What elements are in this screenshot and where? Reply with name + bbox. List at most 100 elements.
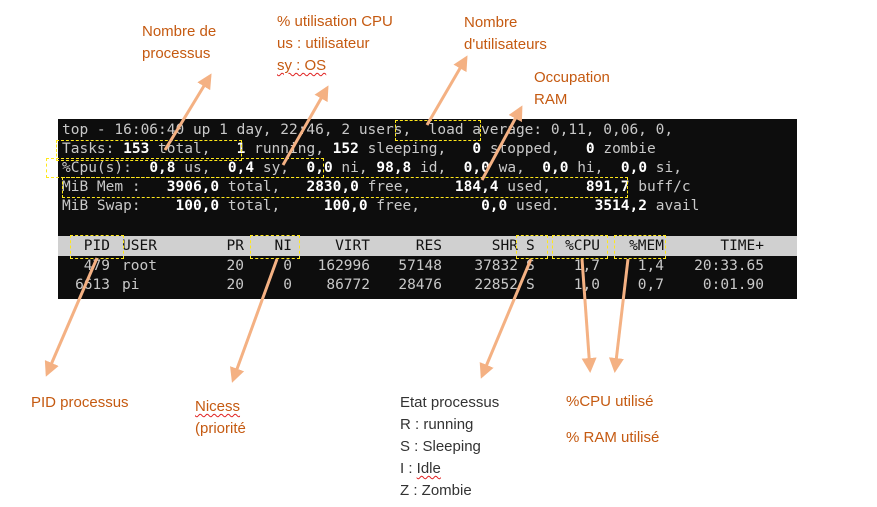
- row-time: 0:01.90: [702, 277, 764, 293]
- cpu-ni: 0,0: [306, 160, 333, 176]
- swap-free-label: free,: [367, 198, 482, 214]
- row-res: 28476: [398, 277, 442, 293]
- row-cpu: 1,7: [573, 258, 600, 274]
- cpu-sy: 0,4: [227, 160, 255, 176]
- swap-used-label: used.: [507, 198, 595, 214]
- col-res[interactable]: RES: [415, 238, 442, 254]
- label-line: Nicess: [195, 398, 241, 415]
- tasks-stopped: 0: [472, 141, 482, 157]
- row-pr: 20: [226, 258, 244, 274]
- row-ni: 0: [283, 258, 292, 274]
- mem-buff: 891,7: [585, 179, 630, 195]
- row-user: root: [122, 258, 157, 274]
- swap-total: 100,0: [175, 198, 220, 214]
- mem-free: 2830,0: [306, 179, 359, 195]
- cpu-us-label: us,: [175, 160, 228, 176]
- label-line: PID processus: [31, 394, 129, 411]
- swap-label: MiB Swap:: [62, 198, 176, 214]
- swap-total-label: total,: [219, 198, 324, 214]
- cpu-si-label: si,: [647, 160, 682, 176]
- row-pid: 479: [83, 258, 110, 274]
- label-nombre-utilisateurs: Nombre d'utilisateurs: [464, 12, 547, 56]
- cpu-ni-label: ni,: [332, 160, 377, 176]
- cpu-sy-label: sy,: [254, 160, 307, 176]
- tasks-total-label: total,: [149, 141, 237, 157]
- mem-total: 3906,0: [166, 179, 220, 195]
- label-line: Nombre: [464, 14, 518, 31]
- col-pr[interactable]: PR: [226, 238, 244, 254]
- label-line: R : running: [400, 416, 474, 433]
- label-line: Occupation: [534, 69, 610, 86]
- table-row[interactable]: 479 root 20 0 162996 57148 37832 S 1,7 1…: [58, 257, 797, 276]
- label-cpu-utilise: %CPU utilisé: [566, 391, 654, 413]
- label-pid-processus: PID processus: [31, 392, 129, 414]
- cpu-us: 0,8: [149, 160, 176, 176]
- process-table-header: PID USER PR NI VIRT RES SHR S %CPU %MEM …: [58, 236, 797, 256]
- cpu-wa: 0,0: [463, 160, 490, 176]
- label-line: RAM: [534, 91, 568, 108]
- label-ram-utilise: % RAM utilisé: [566, 427, 659, 449]
- label-line: S : Sleeping: [400, 438, 481, 455]
- top-terminal: top - 16:06:40 up 1 day, 22:46, 2 users,…: [58, 119, 797, 299]
- row-shr: 22852: [474, 277, 518, 293]
- label-line: (priorité: [195, 420, 246, 437]
- label-line: I : Idle: [400, 460, 441, 477]
- row-cpu: 1,0: [573, 277, 600, 293]
- tasks-label: Tasks:: [62, 141, 124, 157]
- label-line: d'utilisateurs: [464, 36, 547, 53]
- load-average-text: , load average: 0,11, 0,06, 0,: [402, 122, 674, 138]
- label-line: us : utilisateur: [277, 35, 370, 52]
- label-nice: Nicess (priorité: [195, 396, 246, 440]
- swap-line: MiB Swap: 100,0 total, 100,0 free, 0,0 u…: [62, 197, 699, 216]
- cpu-label: %Cpu(s):: [62, 160, 150, 176]
- swap-used: 0,0: [481, 198, 508, 214]
- col-time[interactable]: TIME+: [720, 238, 764, 254]
- mem-free-label: free,: [358, 179, 455, 195]
- row-user: pi: [122, 277, 140, 293]
- row-res: 57148: [398, 258, 442, 274]
- mem-buff-label: buff/c: [629, 179, 691, 195]
- col-cpu[interactable]: %CPU: [565, 238, 600, 254]
- label-line: processus: [142, 45, 211, 62]
- swap-free: 100,0: [323, 198, 368, 214]
- col-pid[interactable]: PID: [83, 238, 110, 254]
- col-shr[interactable]: SHR: [491, 238, 518, 254]
- label-line: Etat processus: [400, 394, 500, 411]
- col-mem[interactable]: %MEM: [629, 238, 664, 254]
- col-virt[interactable]: VIRT: [335, 238, 370, 254]
- cpu-hi: 0,0: [542, 160, 569, 176]
- tasks-running-label: running,: [245, 141, 333, 157]
- row-virt: 162996: [317, 258, 370, 274]
- table-row[interactable]: 6613 pi 20 0 86772 28476 22852 S 1,0 0,7…: [58, 276, 797, 295]
- row-state: S: [526, 277, 535, 293]
- cpu-line: %Cpu(s): 0,8 us, 0,4 sy, 0,0 ni, 98,8 id…: [62, 159, 682, 178]
- row-mem: 1,4: [637, 258, 664, 274]
- row-time: 20:33.65: [694, 258, 764, 274]
- mem-line: MiB Mem : 3906,0 total, 2830,0 free, 184…: [62, 178, 691, 197]
- label-line: % RAM utilisé: [566, 429, 660, 446]
- cpu-id: 98,8: [376, 160, 412, 176]
- tasks-sleeping: 152: [332, 141, 359, 157]
- col-user[interactable]: USER: [122, 238, 157, 254]
- cpu-si: 0,0: [620, 160, 648, 176]
- row-virt: 86772: [326, 277, 370, 293]
- row-pr: 20: [226, 277, 244, 293]
- row-shr: 37832: [474, 258, 518, 274]
- tasks-stopped-label: stopped,: [481, 141, 586, 157]
- tasks-line: Tasks: 153 total, 1 running, 152 sleepin…: [62, 140, 656, 159]
- col-state[interactable]: S: [526, 238, 535, 254]
- tasks-running: 1: [236, 141, 246, 157]
- mem-used-label: used,: [498, 179, 586, 195]
- col-ni[interactable]: NI: [274, 238, 292, 254]
- label-nombre-processus: Nombre de processus: [142, 21, 216, 65]
- label-line: sy : OS: [277, 57, 327, 74]
- label-etat-processus: Etat processus R : running S : Sleeping …: [400, 392, 499, 502]
- cpu-wa-label: wa,: [489, 160, 543, 176]
- uptime-text: top - 16:06:40 up 1 day, 22:46,: [62, 122, 342, 138]
- label-line: % utilisation CPU: [277, 13, 393, 30]
- cpu-hi-label: hi,: [568, 160, 621, 176]
- arrow-users: [425, 55, 468, 126]
- swap-avail-label: avail: [646, 198, 700, 214]
- row-mem: 0,7: [637, 277, 664, 293]
- users-count: 2 users: [341, 122, 403, 138]
